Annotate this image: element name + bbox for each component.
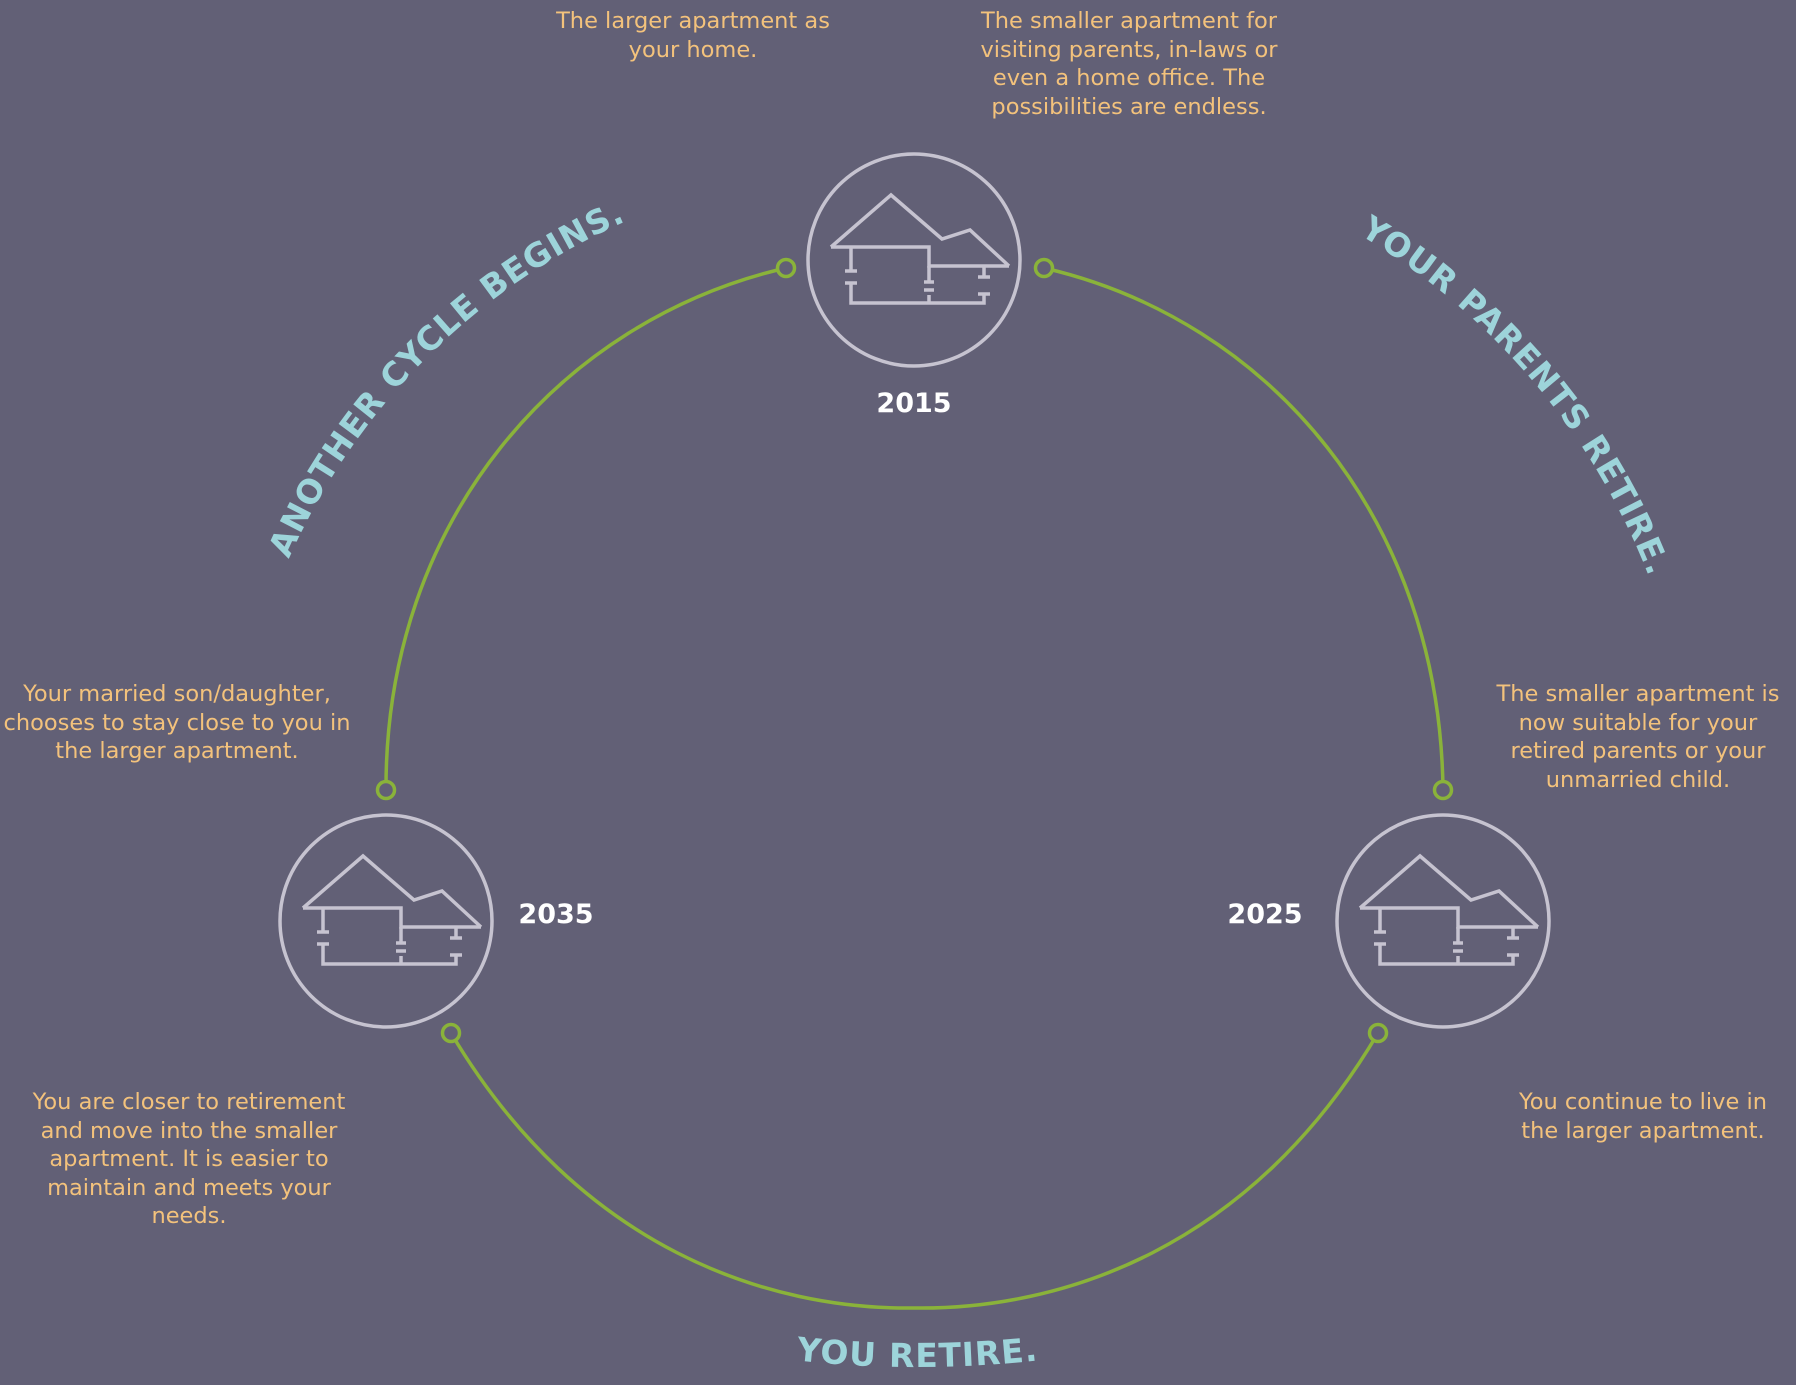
note-2035-larger: Your married son/daughter, chooses to st…	[3, 681, 351, 764]
house-icon	[1335, 813, 1551, 1029]
year-label-2035: 2035	[518, 899, 593, 930]
node-2025-bottom	[1367, 1022, 1389, 1044]
phase-label-left: ANOTHER CYCLE BEGINS.	[261, 193, 630, 563]
node-2015-right	[1033, 257, 1055, 279]
note-2025-smaller: The smaller apartment is now suitable fo…	[1496, 681, 1780, 793]
node-2025-top	[1432, 779, 1454, 801]
arc-2025-to-2035	[449, 1032, 1380, 1310]
house-icon	[278, 813, 494, 1029]
node-2035-top	[375, 779, 397, 801]
house-icon	[806, 152, 1022, 368]
arc-2035-to-2015	[384, 266, 787, 791]
phase-label-right: YOUR PARENTS RETIRE.	[1354, 207, 1678, 580]
year-label-2015: 2015	[876, 388, 951, 419]
note-2025-larger: You continue to live in the larger apart…	[1519, 1089, 1767, 1144]
note-2015-smaller: The smaller apartment for visiting paren…	[980, 8, 1278, 120]
year-label-2025: 2025	[1227, 899, 1302, 930]
phase-label-bottom: YOU RETIRE.	[794, 1329, 1039, 1375]
note-2015-larger: The larger apartment as your home.	[556, 8, 830, 63]
node-2015-left	[775, 257, 797, 279]
arc-2015-to-2025	[1043, 266, 1445, 791]
note-2035-smaller: You are closer to retirement and move in…	[32, 1089, 346, 1229]
node-2035-bottom	[440, 1022, 462, 1044]
